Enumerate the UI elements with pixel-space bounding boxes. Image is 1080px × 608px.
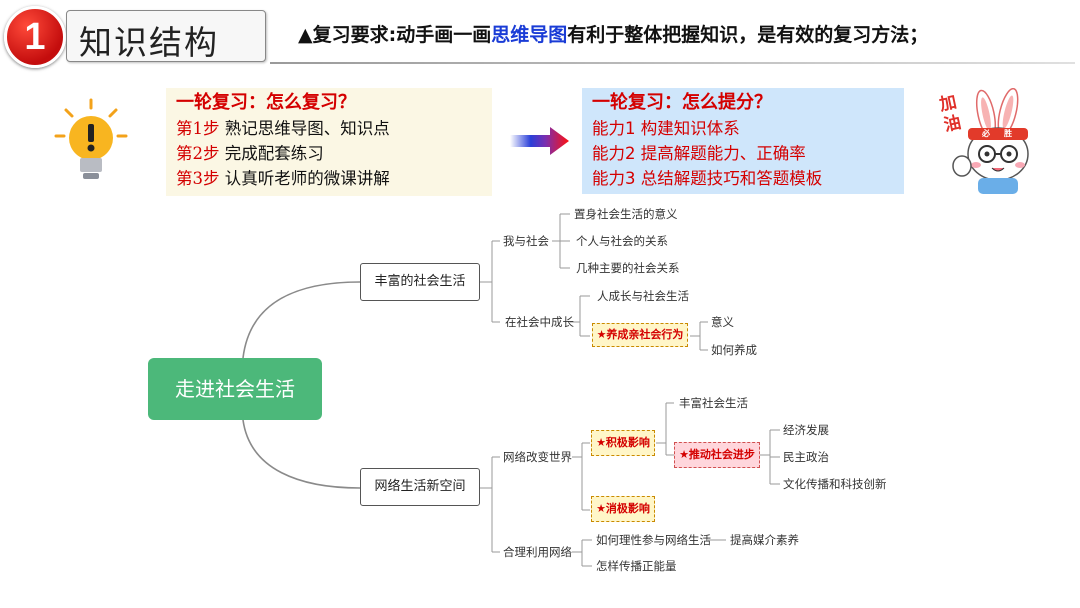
bunny-mascot: 加油 必胜 [926, 88, 1046, 196]
headband-text: 必胜 [982, 129, 1026, 138]
leaf-node: 如何养成 [711, 343, 757, 357]
title-box: 知识结构 [66, 10, 266, 62]
requirement-suffix: 有利于整体把握知识，是有效的复习方法； [567, 24, 929, 46]
step-row: 第1步 熟记思维导图、知识点 [176, 116, 482, 141]
node-grow-in-society: 在社会中成长 [505, 315, 574, 329]
branch-rich-social-life: 丰富的社会生活 [360, 263, 480, 301]
leaf-node: 丰富社会生活 [679, 396, 748, 410]
star-node-promote-progress: ★推动社会进步 [674, 442, 760, 468]
requirement-highlight: 思维导图 [491, 24, 568, 46]
step-row: 第2步 完成配套练习 [176, 141, 482, 166]
step-text: 认真听老师的微课讲解 [219, 169, 390, 188]
leaf-node: 经济发展 [783, 423, 829, 437]
step-label: 第1步 [176, 119, 220, 138]
score-improvement-box: 一轮复习：怎么提分？ 能力1 构建知识体系 能力2 提高解题能力、正确率 能力3… [582, 88, 904, 194]
step-row: 第3步 认真听老师的微课讲解 [176, 166, 482, 191]
leaf-node: 个人与社会的关系 [576, 234, 668, 248]
ability-row: 能力3 总结解题技巧和答题模板 [592, 169, 823, 188]
leaf-node: 民主政治 [783, 450, 829, 464]
review-method-title: 一轮复习：怎么复习？ [176, 92, 356, 113]
leaf-node: 如何理性参与网络生活 [596, 533, 711, 547]
branch-network-space: 网络生活新空间 [360, 468, 480, 506]
bunny-mascot-icon [952, 88, 1029, 194]
review-method-box: 一轮复习：怎么复习？ 第1步 熟记思维导图、知识点 第2步 完成配套练习 第3步… [166, 88, 492, 196]
ability-row: 能力1 构建知识体系 [592, 119, 740, 138]
star-node-positive: ★积极影响 [591, 430, 655, 456]
step-text: 完成配套练习 [219, 144, 324, 163]
page-title: 知识结构 [79, 23, 219, 62]
step-text: 熟记思维导图、知识点 [219, 119, 390, 138]
review-requirement: ▲复习要求:动手画一画思维导图有利于整体把握知识，是有效的复习方法； [298, 20, 928, 47]
arrow-right-icon [510, 127, 569, 155]
leaf-node: 置身社会生活的意义 [574, 207, 678, 221]
section-number-badge: 1 [4, 6, 66, 68]
header-divider [270, 62, 1075, 64]
node-me-and-society: 我与社会 [503, 234, 549, 248]
step-label: 第3步 [176, 169, 220, 188]
star-node-negative: ★消极影响 [591, 496, 655, 522]
leaf-node: 怎样传播正能量 [596, 559, 677, 573]
leaf-node: 人成长与社会生活 [597, 289, 689, 303]
score-improvement-title: 一轮复习：怎么提分？ [592, 92, 772, 113]
requirement-prefix: ▲复习要求:动手画一画 [298, 24, 492, 46]
ability-row: 能力2 提高解题能力、正确率 [592, 144, 806, 163]
node-use-network-wisely: 合理利用网络 [503, 545, 572, 559]
node-network-changes-world: 网络改变世界 [503, 450, 572, 464]
leaf-node: 提高媒介素养 [730, 533, 799, 547]
leaf-node: 几种主要的社会关系 [576, 261, 680, 275]
leaf-node: 意义 [711, 315, 734, 329]
mindmap-root: 走进社会生活 [148, 358, 322, 420]
leaf-node: 文化传播和科技创新 [783, 477, 887, 491]
step-label: 第2步 [176, 144, 220, 163]
star-node-prosocial: ★养成亲社会行为 [592, 323, 688, 347]
lightbulb-icon [54, 98, 128, 179]
